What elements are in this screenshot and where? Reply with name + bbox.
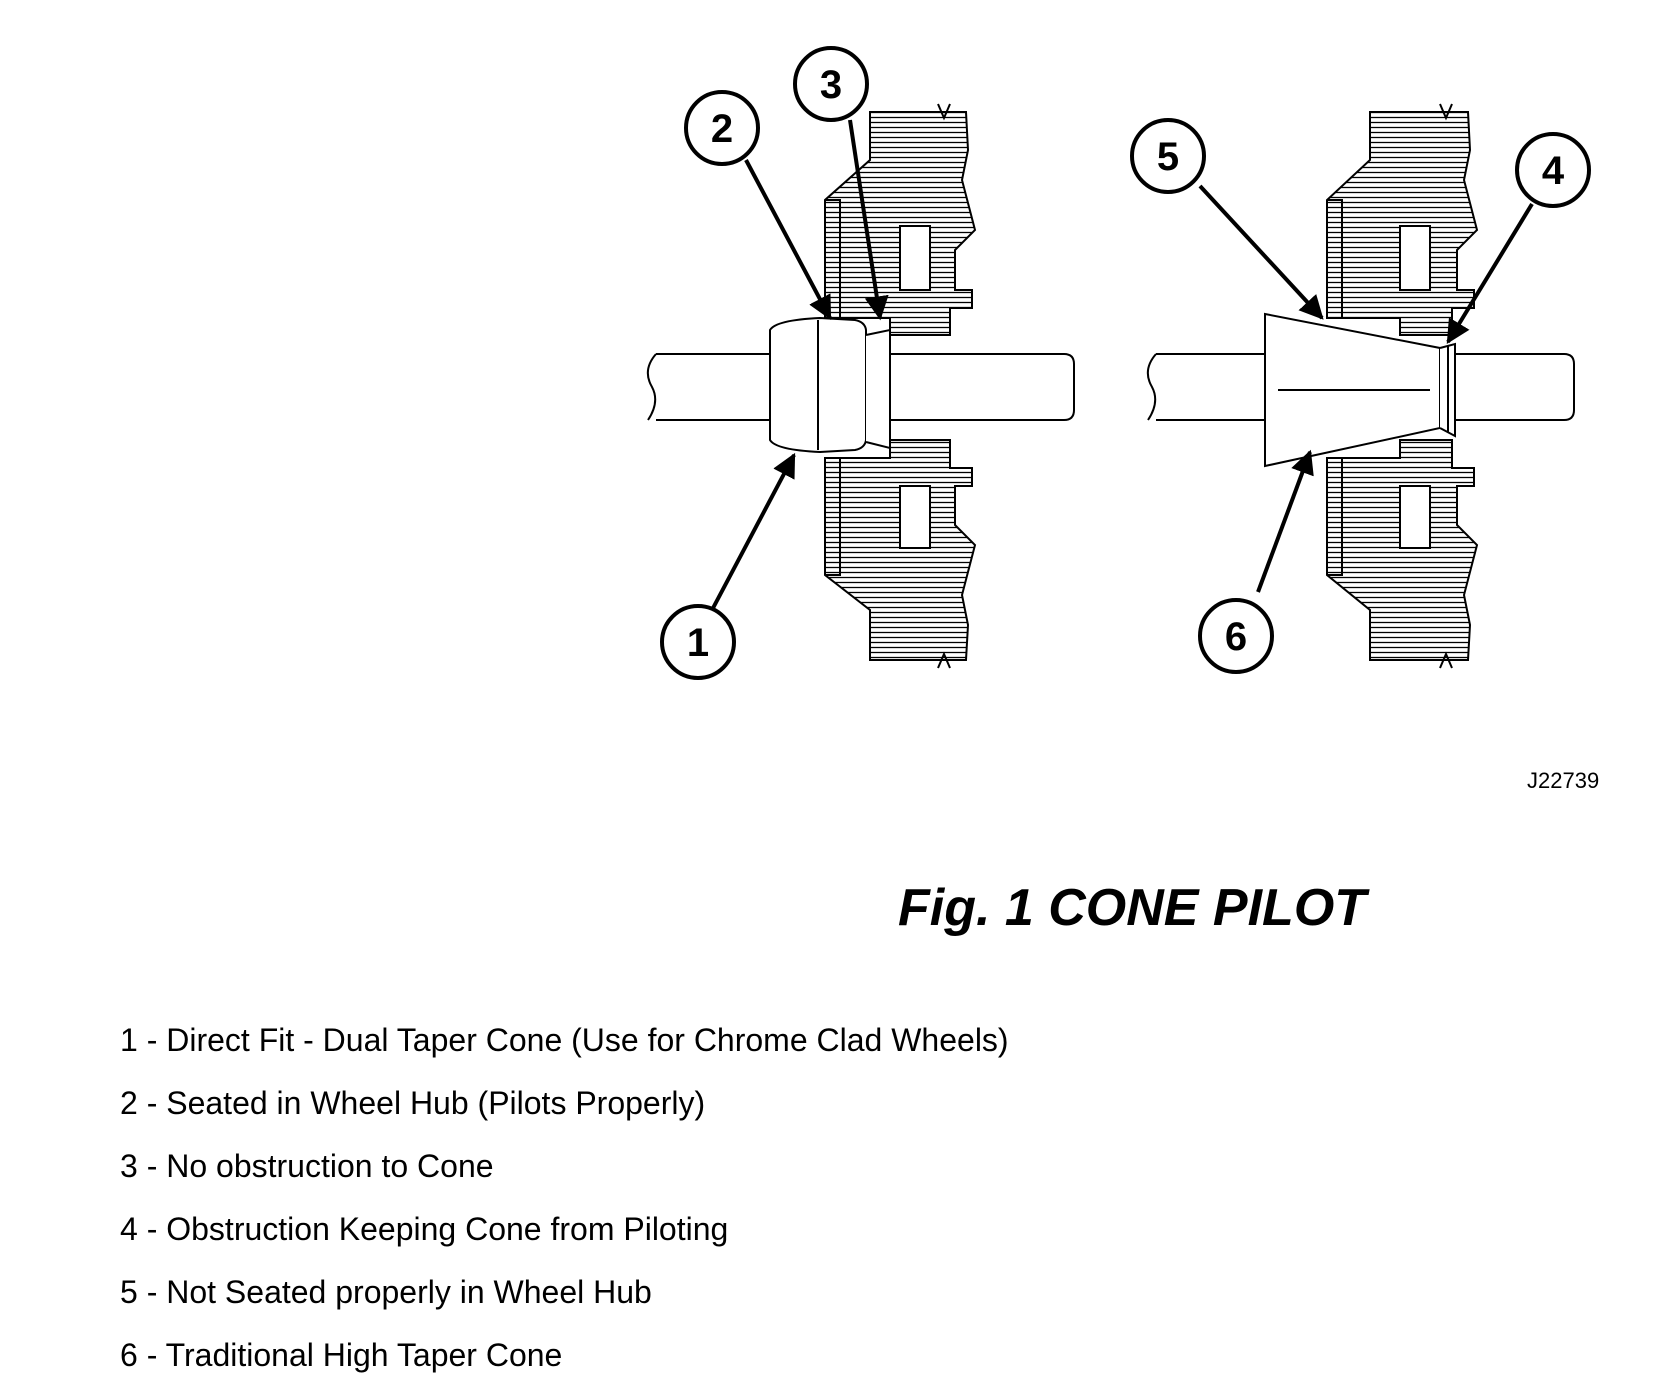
legend-item-4: 4 - Obstruction Keeping Cone from Piloti… xyxy=(120,1211,729,1247)
callout-6: 6 xyxy=(1198,598,1274,674)
legend-item-2: 2 - Seated in Wheel Hub (Pilots Properly… xyxy=(120,1085,706,1121)
svg-text:1: 1 xyxy=(687,621,709,665)
legend-list: 1 - Direct Fit - Dual Taper Cone (Use fo… xyxy=(120,1020,1009,1398)
legend-item-5: 5 - Not Seated properly in Wheel Hub xyxy=(120,1274,652,1310)
left-assembly xyxy=(646,103,1075,669)
left-wheel-hub xyxy=(824,103,977,669)
cone-pilot-diagram: 1 2 3 4 5 6 xyxy=(646,46,1591,680)
callout-5: 5 xyxy=(1130,118,1206,194)
legend-item-3: 3 - No obstruction to Cone xyxy=(120,1148,494,1184)
dual-taper-cone xyxy=(769,316,891,454)
arrow-5 xyxy=(1198,184,1324,320)
callout-3: 3 xyxy=(793,46,869,122)
arrow-1 xyxy=(710,452,796,611)
svg-text:3: 3 xyxy=(820,63,842,107)
callout-1: 1 xyxy=(660,604,736,680)
legend-item-6: 6 - Traditional High Taper Cone xyxy=(120,1337,563,1373)
arrow-3 xyxy=(848,119,889,321)
figure-title: Fig. 1 CONE PILOT xyxy=(898,879,1367,937)
arrow-6 xyxy=(1256,449,1314,593)
figure-id: J22739 xyxy=(1527,768,1600,793)
callout-4: 4 xyxy=(1515,132,1591,208)
svg-text:4: 4 xyxy=(1542,149,1565,193)
svg-text:6: 6 xyxy=(1225,615,1247,659)
svg-text:5: 5 xyxy=(1157,135,1179,179)
right-assembly xyxy=(1146,103,1575,669)
right-wheel-hub xyxy=(1326,103,1479,669)
svg-text:2: 2 xyxy=(711,107,733,151)
callouts: 1 2 3 4 5 6 xyxy=(660,46,1591,680)
legend-item-1: 1 - Direct Fit - Dual Taper Cone (Use fo… xyxy=(120,1022,1009,1058)
leader-arrows xyxy=(710,119,1534,611)
arrow-2 xyxy=(744,159,832,321)
high-taper-cone xyxy=(1264,312,1456,468)
callout-2: 2 xyxy=(684,90,760,166)
arrow-4 xyxy=(1446,202,1534,345)
